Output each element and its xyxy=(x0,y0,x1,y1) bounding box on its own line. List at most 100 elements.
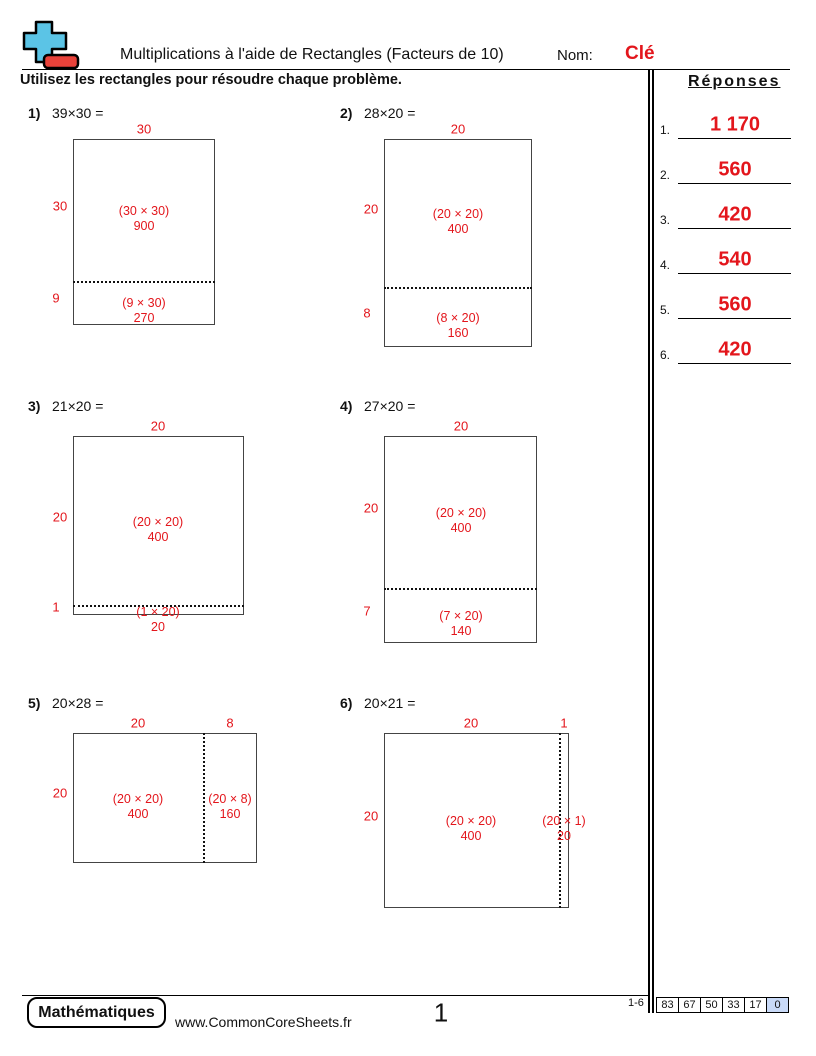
answer-line xyxy=(678,363,791,364)
area-rectangle xyxy=(73,436,244,615)
partial-product: 400 xyxy=(447,222,469,236)
answer-value: 540 xyxy=(718,248,752,271)
partial-expression: (20 × 8) xyxy=(208,792,252,806)
problem-number: 4) xyxy=(340,398,353,414)
partial-expression: (1 × 20) xyxy=(136,605,180,619)
worksheet-title: Multiplications à l'aide de Rectangles (… xyxy=(120,46,504,63)
side-label: 30 xyxy=(52,198,68,214)
answer-line xyxy=(678,228,791,229)
partition-line xyxy=(384,588,537,590)
partial-product: 20 xyxy=(557,829,571,843)
side-label: 20 xyxy=(363,201,379,217)
name-label: Nom: xyxy=(557,47,593,64)
answer-number: 5. xyxy=(660,303,671,317)
top-label: 20 xyxy=(150,418,166,434)
page-number: 1 xyxy=(433,997,449,1028)
partial-product: 160 xyxy=(447,326,469,340)
top-label: 30 xyxy=(136,121,152,137)
answer-number: 2. xyxy=(660,168,671,182)
area-rectangle xyxy=(73,733,257,863)
partial-expression: (20 × 20) xyxy=(445,814,497,828)
area-rectangle xyxy=(384,436,537,643)
partition-line xyxy=(203,733,205,863)
score-cell: 50 xyxy=(701,997,723,1013)
partition-line xyxy=(73,281,215,283)
answer-value: 560 xyxy=(718,293,752,316)
answer-line xyxy=(678,138,791,139)
instructions: Utilisez les rectangles pour résoudre ch… xyxy=(20,72,402,88)
partial-expression: (9 × 30) xyxy=(122,296,166,310)
side-label: 20 xyxy=(52,785,68,801)
problem-expression: 39×30 = xyxy=(52,105,104,121)
partial-product: 400 xyxy=(460,829,482,843)
partial-expression: (20 × 20) xyxy=(112,792,164,806)
area-rectangle xyxy=(73,139,215,325)
partial-expression: (20 × 20) xyxy=(432,207,484,221)
top-label: 20 xyxy=(130,715,146,731)
partial-expression: (20 × 1) xyxy=(542,814,586,828)
partial-product: 160 xyxy=(219,807,241,821)
score-cell: 67 xyxy=(679,997,701,1013)
subject-badge: Mathématiques xyxy=(27,997,166,1028)
partial-product: 270 xyxy=(133,311,155,325)
top-label: 20 xyxy=(450,121,466,137)
top-label: 1 xyxy=(560,715,568,731)
partial-product: 400 xyxy=(147,530,169,544)
side-label: 20 xyxy=(52,509,68,525)
partial-expression: (20 × 20) xyxy=(435,506,487,520)
area-rectangle xyxy=(384,733,569,908)
side-label: 7 xyxy=(363,603,371,619)
answer-number: 6. xyxy=(660,348,671,362)
score-cell: 0 xyxy=(767,997,789,1013)
partial-product: 140 xyxy=(450,624,472,638)
answer-column-divider xyxy=(648,69,654,1013)
problem-number: 2) xyxy=(340,105,353,121)
answer-key-label: Clé xyxy=(625,43,655,64)
answer-line xyxy=(678,273,791,274)
score-cell: 17 xyxy=(745,997,767,1013)
top-label: 20 xyxy=(463,715,479,731)
partition-line xyxy=(559,733,561,908)
answer-value: 420 xyxy=(718,338,752,361)
partial-expression: (30 × 30) xyxy=(118,204,170,218)
problem-expression: 20×28 = xyxy=(52,695,104,711)
partial-expression: (7 × 20) xyxy=(439,609,483,623)
area-rectangle xyxy=(384,139,532,347)
answer-line xyxy=(678,318,791,319)
side-label: 20 xyxy=(363,808,379,824)
side-label: 20 xyxy=(363,500,379,516)
answers-heading: Réponses xyxy=(688,73,781,90)
partial-product: 900 xyxy=(133,219,155,233)
partial-expression: (8 × 20) xyxy=(436,311,480,325)
plus-minus-logo-icon xyxy=(22,20,80,70)
answer-value: 420 xyxy=(718,203,752,226)
website-text: www.CommonCoreSheets.fr xyxy=(175,1014,352,1030)
problem-expression: 21×20 = xyxy=(52,398,104,414)
problem-number: 1) xyxy=(28,105,41,121)
partial-product: 20 xyxy=(151,620,165,634)
top-label: 20 xyxy=(453,418,469,434)
side-label: 1 xyxy=(52,599,60,615)
answer-number: 3. xyxy=(660,213,671,227)
problem-number: 6) xyxy=(340,695,353,711)
answer-value: 1 170 xyxy=(709,113,761,136)
footer-divider xyxy=(22,995,649,996)
partial-product: 400 xyxy=(450,521,472,535)
problem-expression: 28×20 = xyxy=(364,105,416,121)
answer-value: 560 xyxy=(718,158,752,181)
header-divider xyxy=(22,69,790,70)
top-label: 8 xyxy=(226,715,234,731)
partial-expression: (20 × 20) xyxy=(132,515,184,529)
score-range: 1-6 xyxy=(628,997,644,1009)
score-cell: 33 xyxy=(723,997,745,1013)
problem-expression: 20×21 = xyxy=(364,695,416,711)
problem-number: 3) xyxy=(28,398,41,414)
problem-expression: 27×20 = xyxy=(364,398,416,414)
side-label: 9 xyxy=(52,290,60,306)
partial-product: 400 xyxy=(127,807,149,821)
answer-line xyxy=(678,183,791,184)
partition-line xyxy=(73,605,244,607)
side-label: 8 xyxy=(363,305,371,321)
answer-number: 1. xyxy=(660,123,671,137)
